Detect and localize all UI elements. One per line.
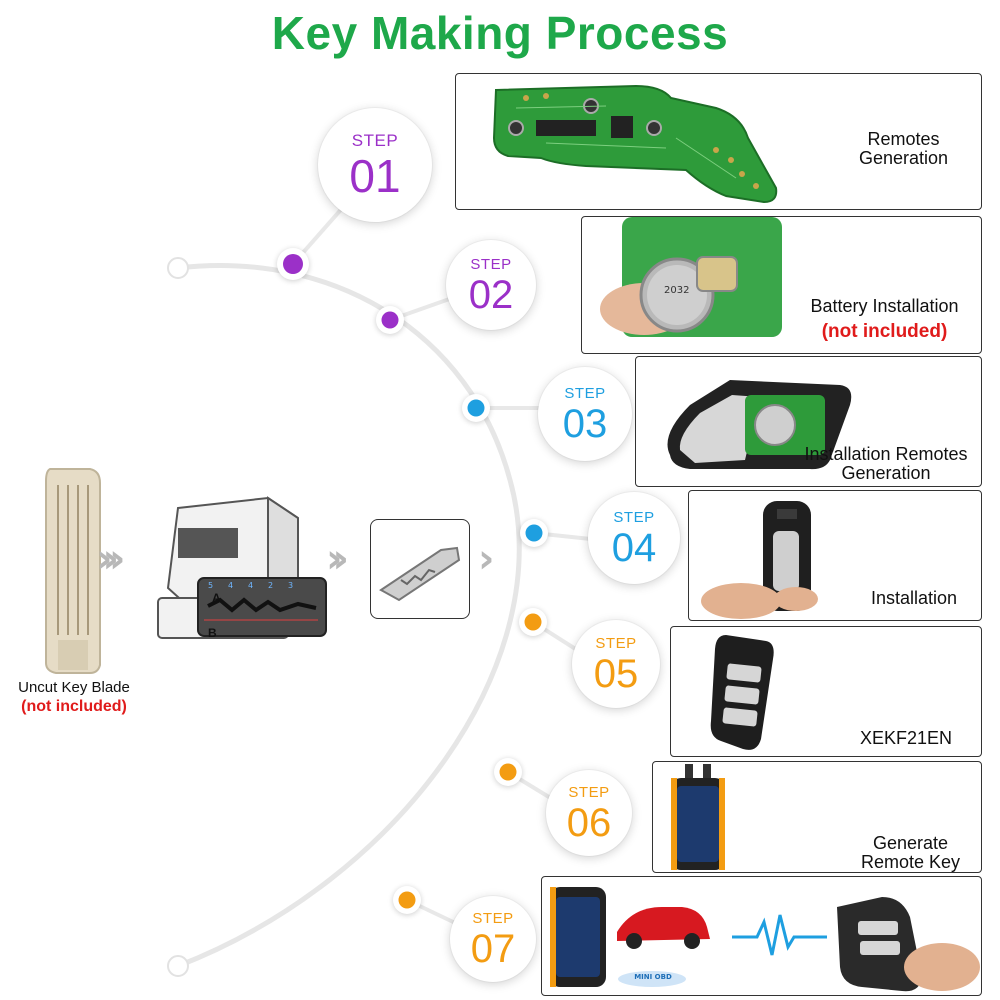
caption-line: Remotes: [867, 129, 940, 149]
step-04-caption: Installation: [849, 589, 979, 608]
svg-text:2: 2: [268, 581, 273, 590]
step-number: 07: [470, 926, 516, 971]
step-07-card: MINI OBD: [541, 876, 982, 996]
uncut-key-blade-icon: [45, 468, 101, 674]
step-02-badge: STEP 02: [446, 240, 536, 330]
arrow-chevrons-icon: ››: [326, 536, 349, 582]
step-03-caption: Installation Remotes Generation: [791, 445, 981, 483]
caption-line: XEKF21EN: [859, 728, 953, 748]
step-02-caption: Battery Installation (not included): [792, 296, 977, 342]
step-01-caption: Remotes Generation: [836, 130, 971, 168]
track-label-a: A: [212, 591, 221, 605]
caption-line: Installation Remotes: [804, 444, 968, 464]
step-number: 05: [593, 651, 639, 696]
coin-battery-icon: 2032: [600, 217, 782, 337]
step-05-badge: STEP 05: [572, 620, 660, 708]
pcb-board-icon: [492, 84, 778, 204]
blade-caption: Uncut Key Blade (not included): [4, 678, 144, 716]
caption-line: Generation: [858, 148, 949, 168]
step-02-dot: [376, 306, 404, 334]
step-number: 06: [566, 800, 612, 845]
key-cutting-machine-icon: 5 4 4 2 3: [157, 496, 327, 639]
step-number: 02: [468, 272, 514, 317]
step-number: 03: [562, 401, 608, 446]
step-07-dot: [393, 886, 421, 914]
blade-label: Uncut Key Blade: [18, 679, 130, 696]
arrow-chevron-icon: ›: [478, 536, 495, 582]
caption-line: Remote Key: [860, 852, 961, 872]
step-03-dot: [462, 394, 490, 422]
step-01-dot: [277, 248, 309, 280]
pairing-scene-icon: [550, 887, 980, 992]
not-included-note: (not included): [21, 698, 127, 715]
cut-key-card: [370, 519, 470, 619]
caption-line: Generation: [841, 463, 931, 483]
remote-shell-icon: [667, 380, 852, 470]
svg-text:3: 3: [288, 581, 293, 590]
svg-text:4: 4: [228, 581, 233, 590]
step-04-dot: [520, 519, 548, 547]
svg-text:4: 4: [248, 581, 253, 590]
step-02-card: 2032 Battery Installation (not included): [581, 216, 982, 354]
step-06-caption: Generate Remote Key: [843, 834, 978, 872]
hand-remote-icon: [701, 501, 818, 619]
not-included-note: (not included): [821, 321, 948, 342]
step-07-badge: STEP 07: [450, 896, 536, 982]
step-label: STEP: [564, 384, 606, 402]
step-label: STEP: [613, 508, 655, 526]
step-label: STEP: [470, 255, 512, 273]
track-label-b: B: [208, 626, 217, 640]
step-06-badge: STEP 06: [546, 770, 632, 856]
mini-obd-logo: MINI OBD: [634, 973, 672, 981]
caption-line: Battery Installation: [810, 296, 959, 316]
step-01-card: Remotes Generation: [455, 73, 982, 210]
key-tool-icon: [671, 764, 725, 870]
step-05-caption: XEKF21EN: [841, 729, 971, 748]
caption-line: Installation: [870, 588, 958, 608]
svg-text:5: 5: [208, 581, 213, 590]
step-06-card: Generate Remote Key: [652, 761, 982, 873]
step-04-card: Installation: [688, 490, 982, 621]
cut-key-icon: [379, 546, 461, 602]
step-03-badge: STEP 03: [538, 367, 632, 461]
step-03-card: Installation Remotes Generation: [635, 356, 982, 487]
step-number: 01: [349, 150, 401, 202]
svg-text:2032: 2032: [664, 285, 689, 296]
step-05-dot: [519, 608, 547, 636]
step-number: 04: [611, 525, 657, 570]
step-label: STEP: [472, 909, 514, 927]
step-05-card: XEKF21EN: [670, 626, 982, 757]
step-label: STEP: [595, 634, 637, 652]
step-label: STEP: [568, 783, 610, 801]
page-title: Key Making Process: [271, 7, 729, 59]
step-06-dot: [494, 758, 522, 786]
step-04-badge: STEP 04: [588, 492, 680, 584]
caption-line: Generate: [872, 833, 949, 853]
step-01-badge: STEP 01: [318, 108, 432, 222]
arrow-chevrons-icon: ›››: [96, 536, 126, 582]
flip-key-icon: [710, 635, 774, 750]
step-label: STEP: [351, 131, 399, 150]
